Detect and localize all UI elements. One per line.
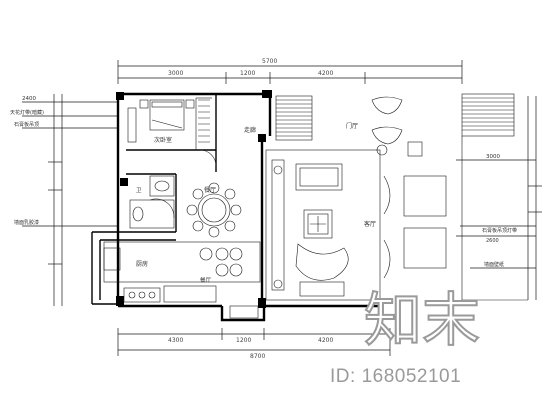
dining-set	[186, 182, 242, 238]
master-bedroom	[127, 97, 212, 150]
wall-posts	[116, 90, 272, 308]
staircase	[275, 93, 528, 301]
room-label-dining: 餐厅	[204, 186, 216, 194]
watermark-id: ID: 168052101	[330, 366, 461, 388]
top-dimension-lines	[117, 60, 463, 84]
room-label-kitchen: 厨房	[136, 260, 148, 268]
room-label-living: 客厅	[364, 220, 376, 228]
bottom-dimension-2: 1200	[236, 337, 251, 344]
watermark-logo: 知末 知末	[363, 285, 481, 354]
left-note-1: 2400	[22, 96, 36, 102]
bathroom	[129, 149, 217, 229]
exterior-walls	[116, 92, 380, 322]
right-note-1: 3000	[486, 154, 500, 160]
interior-walls	[91, 94, 217, 305]
room-label-kitchen-2: 餐厅	[200, 276, 212, 284]
kitchen	[103, 241, 261, 319]
bottom-dimension-1: 4300	[168, 337, 183, 344]
right-note-4: 墙面壁纸	[484, 261, 504, 268]
right-note-3: 2600	[486, 238, 499, 244]
bottom-dimension-lines	[117, 328, 391, 356]
living-room	[265, 149, 447, 301]
room-label-bedroom: 次卧室	[154, 136, 172, 144]
watermark-id-label: ID:	[330, 366, 356, 387]
top-dimension-2: 1200	[240, 70, 255, 77]
left-note-4: 墙面乳胶漆	[14, 219, 39, 226]
room-label-foyer: 门厅	[346, 122, 358, 130]
bottom-total-dimension: 8700	[250, 353, 265, 360]
top-total-dimension: 5700	[262, 58, 277, 65]
right-side-lines	[456, 96, 542, 300]
watermark-id-value: 168052101	[361, 366, 462, 387]
watermark-logo-text: 知末	[364, 286, 480, 354]
top-dimension-3: 4200	[318, 70, 333, 77]
foyer-features	[371, 96, 423, 157]
bottom-dimension-3: 4200	[318, 337, 333, 344]
right-note-2: 石膏板吊顶灯带	[482, 227, 517, 234]
left-side-lines	[22, 94, 118, 306]
left-note-2: 天花灯带(暗藏)	[10, 109, 44, 116]
top-dimension-1: 3000	[168, 70, 183, 77]
room-label-hallway: 走廊	[244, 126, 256, 134]
room-label-bath: 卫	[136, 187, 142, 194]
left-note-3: 石膏板吊顶	[14, 121, 39, 128]
